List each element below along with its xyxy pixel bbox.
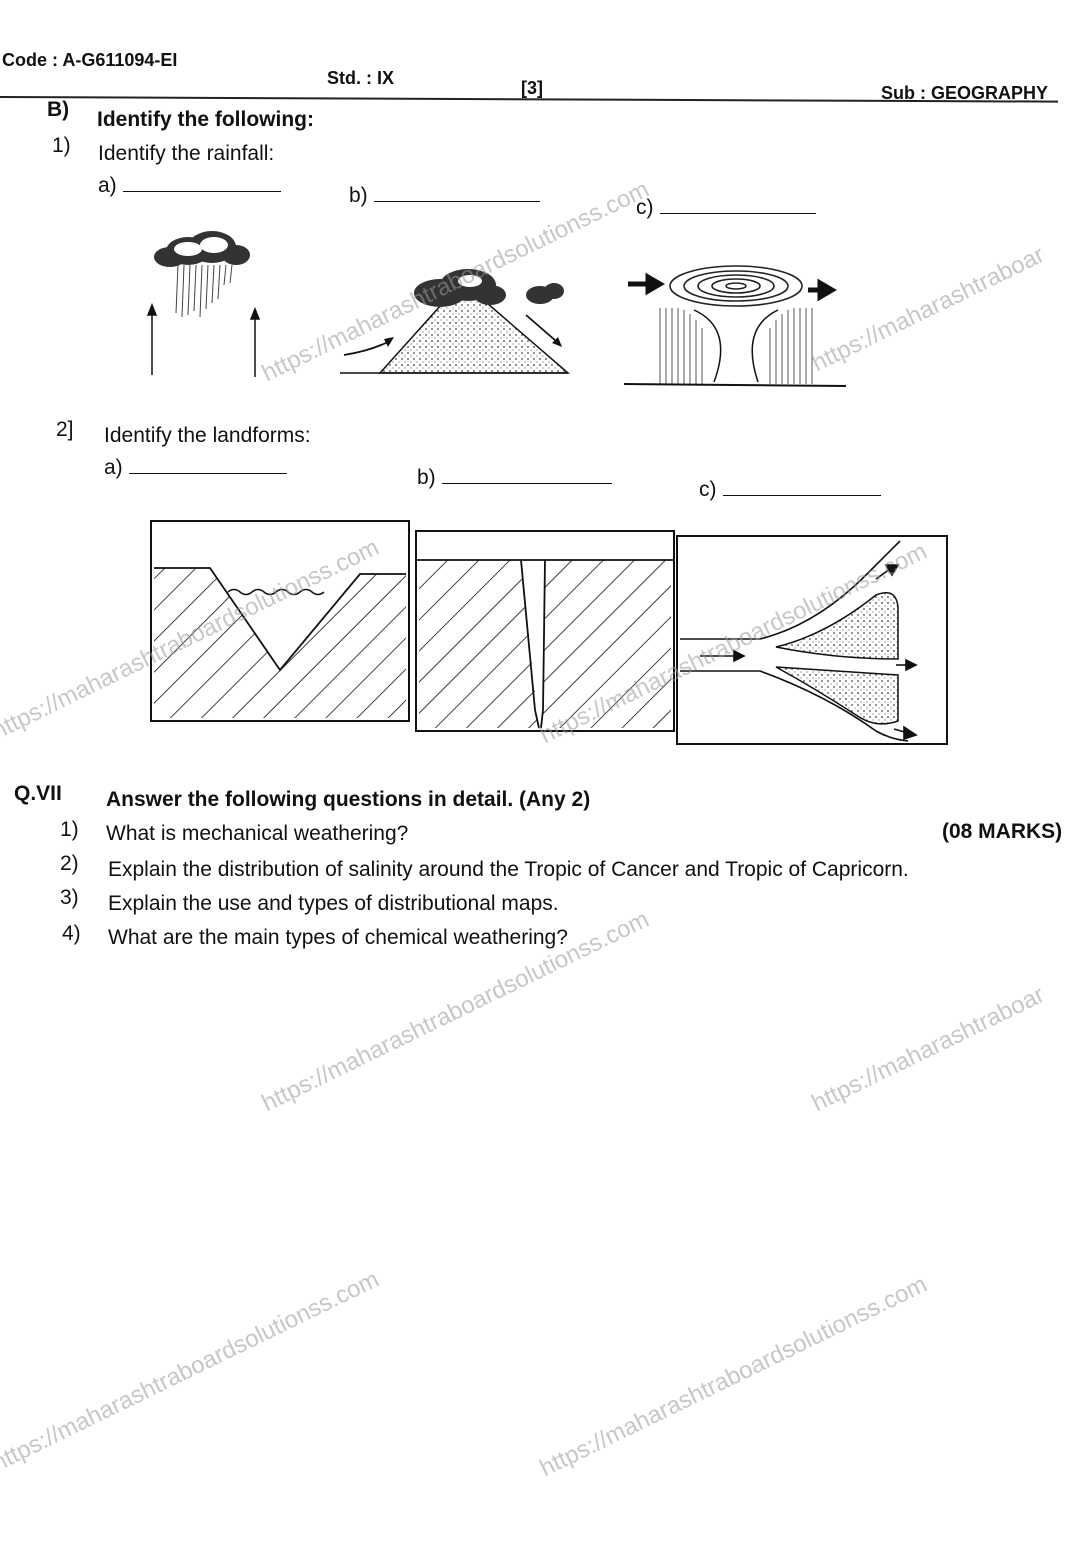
q2-text: Identify the landforms: <box>104 424 311 447</box>
relief-rainfall-diagram <box>340 269 571 374</box>
q7-title: Answer the following questions in detail… <box>106 788 591 811</box>
q1-option-c: c) <box>636 196 816 220</box>
q2-number: 2] <box>56 418 74 441</box>
q2-option-c: c) <box>699 478 881 502</box>
delta-diagram <box>676 535 948 745</box>
answer-blank <box>373 187 540 202</box>
gorge-diagram <box>415 530 675 732</box>
q1-number: 1) <box>52 134 71 157</box>
watermark: https://maharashtraboardsolutionss.com <box>807 980 1051 1118</box>
q2-option-a: a) <box>104 456 287 480</box>
answer-blank <box>128 459 287 474</box>
convectional-rainfall-diagram <box>146 231 261 377</box>
q2-option-b: b) <box>417 466 612 490</box>
exam-code: Code : A-G611094-EI <box>2 50 178 70</box>
cyclonic-rainfall-diagram <box>624 265 846 387</box>
answer-blank <box>441 469 612 484</box>
page-number: [3] <box>521 78 543 98</box>
q1-option-a: a) <box>98 174 281 198</box>
q7-1-number: 1) <box>60 818 79 841</box>
q1-text: Identify the rainfall: <box>98 142 275 165</box>
q1-option-b: b) <box>349 184 540 208</box>
q7-2-text: Explain the distribution of salinity aro… <box>108 858 909 881</box>
q7-label: Q.VII <box>14 782 62 805</box>
v-shaped-valley-diagram <box>150 520 410 722</box>
watermark: https://maharashtraboardsolutionss.com <box>0 1265 384 1478</box>
section-b-title: Identify the following: <box>97 108 314 131</box>
q7-3-text: Explain the use and types of distributio… <box>108 892 559 915</box>
q7-4-number: 4) <box>62 922 81 945</box>
answer-blank <box>122 177 281 192</box>
q7-4-text: What are the main types of chemical weat… <box>108 926 568 949</box>
subject: Sub : GEOGRAPHY <box>881 83 1049 103</box>
watermark: https://maharashtraboardsolutionss.com <box>535 1270 932 1483</box>
answer-blank <box>659 199 816 214</box>
q7-3-number: 3) <box>60 886 79 909</box>
answer-blank <box>722 481 881 496</box>
standard: Std. : IX <box>327 68 394 88</box>
q7-2-number: 2) <box>60 852 79 875</box>
q7-1-text: What is mechanical weathering? <box>106 822 409 845</box>
q7-marks: (08 MARKS) <box>942 820 1063 843</box>
section-b-label: B) <box>47 98 70 121</box>
